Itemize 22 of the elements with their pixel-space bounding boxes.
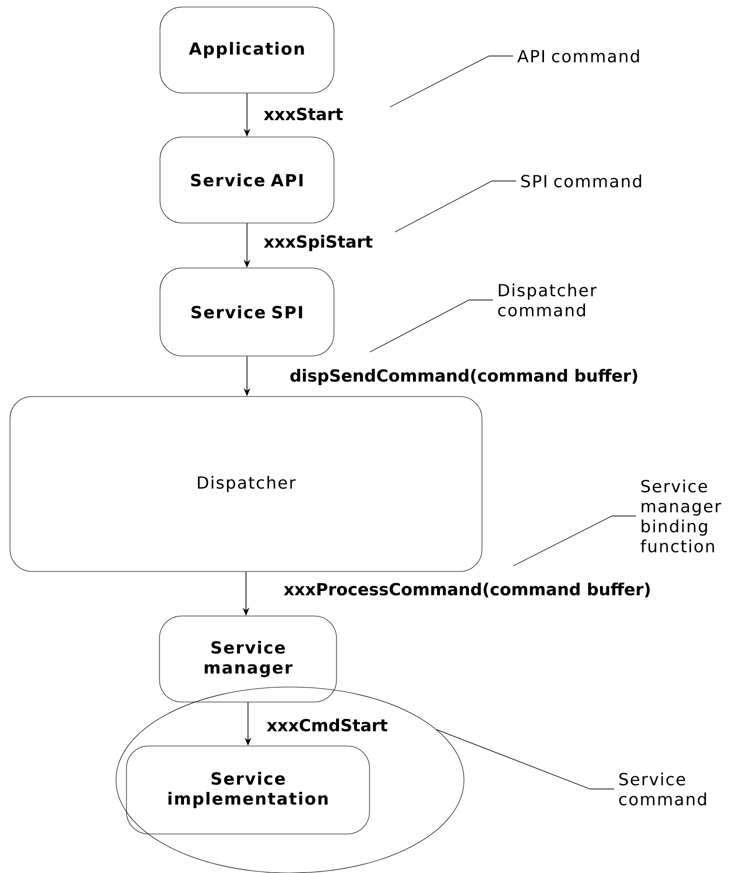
- note-text: Service command: [619, 772, 706, 806]
- process-box: Service implementation: [126, 746, 370, 834]
- dispatcher-box: Dispatcher: [10, 396, 482, 572]
- edge-label: dispSendCommand(command buffer): [288, 368, 640, 386]
- edge-label: xxxCmdStart: [265, 717, 390, 733]
- note-text: API command: [517, 50, 639, 62]
- note-text: Dispatcher command: [498, 284, 597, 316]
- process-box: Service manager: [159, 616, 337, 702]
- process-box: Application: [160, 6, 334, 94]
- process-box: Service API: [160, 136, 334, 224]
- leader-line: [436, 729, 614, 790]
- note-text: Service manager binding function: [640, 480, 722, 552]
- note-text: SPI command: [521, 174, 642, 188]
- edge-label: xxxProcessCommand(command buffer): [282, 581, 652, 599]
- leader-line: [370, 300, 494, 352]
- edge-label: xxxStart: [262, 106, 345, 122]
- leader-line: [390, 56, 514, 108]
- leader-line: [394, 180, 516, 232]
- leader-line: [512, 516, 636, 566]
- ellipse-outline: [116, 686, 464, 873]
- process-box: Service SPI: [160, 268, 334, 356]
- edge-label: xxxSpiStart: [262, 234, 374, 252]
